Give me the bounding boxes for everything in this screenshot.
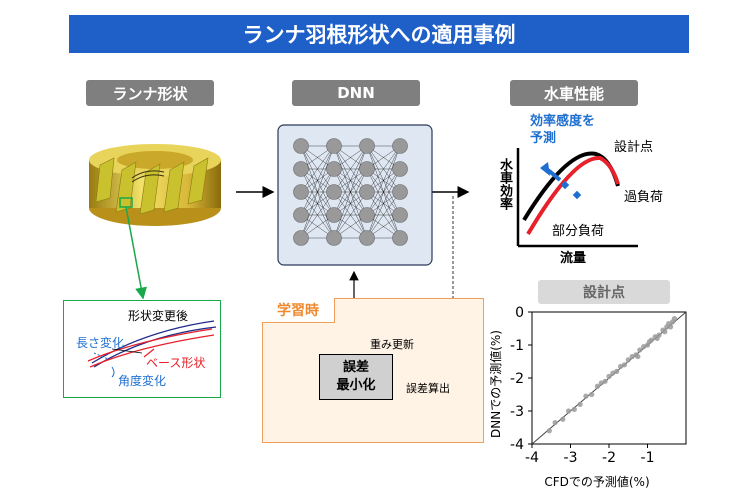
dnn-node <box>326 207 342 223</box>
label-overload: 過負荷 <box>624 190 664 205</box>
x-axis-label: CFDでの予測値(%) <box>544 474 649 489</box>
scatter-point <box>606 373 612 379</box>
marker-2 <box>572 190 582 200</box>
label-efficiency-axis: 水車効率 <box>497 158 512 210</box>
y-tick-label: -1 <box>510 338 524 354</box>
scatter-header: 設計点 <box>538 280 670 304</box>
y-tick-label: -3 <box>510 404 524 420</box>
x-tick-label: -4 <box>525 450 539 466</box>
scatter-point <box>577 401 583 407</box>
dnn-node <box>359 138 375 154</box>
dnn-node <box>293 184 309 200</box>
scatter-point <box>654 335 660 341</box>
scatter-point <box>560 416 566 422</box>
label-angle-change: 角度変化 <box>118 374 167 388</box>
dnn-network-diagram <box>277 124 433 266</box>
dnn-node <box>392 161 408 177</box>
dnn-node <box>326 230 342 246</box>
dnn-node <box>293 138 309 154</box>
scatter-point <box>589 391 595 398</box>
label-predict-2: 予測 <box>530 131 557 146</box>
dnn-node <box>326 138 342 154</box>
section-performance: 水車性能 <box>510 80 638 106</box>
label-partial-load: 部分負荷 <box>552 224 605 239</box>
learning-label: 学習時 <box>262 298 335 323</box>
section-runner-shape: ランナ形状 <box>86 80 214 106</box>
sensitivity-arrow-icon <box>540 162 550 176</box>
dnn-node <box>326 161 342 177</box>
blade-detail-drawing <box>87 320 217 378</box>
label-predict-1: 効率感度を <box>530 114 596 129</box>
runner-illustration <box>89 144 221 226</box>
scatter-point <box>668 324 674 330</box>
error-box-line1: 誤差 <box>342 360 369 375</box>
scatter-point <box>565 408 572 414</box>
scatter-point <box>671 316 678 322</box>
label-design-point: 設計点 <box>614 140 654 155</box>
dnn-node <box>293 230 309 246</box>
label-weight-update: 重み更新 <box>370 338 414 351</box>
dnn-node <box>293 207 309 223</box>
dnn-node <box>392 230 408 246</box>
scatter-point <box>637 347 643 353</box>
x-tick-label: -3 <box>564 450 578 466</box>
label-base-shape: ベース形状 <box>146 356 206 370</box>
y-tick-label: -4 <box>510 437 524 453</box>
scatter-point <box>662 329 668 335</box>
dnn-node <box>392 138 408 154</box>
scatter-point <box>621 362 627 368</box>
y-tick-label: -2 <box>510 371 524 387</box>
scatter-point <box>546 428 552 434</box>
y-tick-label: 0 <box>515 305 524 321</box>
x-tick-label: -1 <box>641 450 655 466</box>
scatter-point <box>614 368 620 374</box>
dnn-node <box>359 230 375 246</box>
scatter-point <box>635 353 641 360</box>
page-title: ランナ羽根形状への適用事例 <box>69 15 689 53</box>
y-axis-label: DNNでの予測値(%) <box>490 330 503 438</box>
scatter-point <box>646 339 653 345</box>
dnn-node <box>359 207 375 223</box>
zoom-arrow <box>125 206 147 300</box>
dnn-node <box>359 161 375 177</box>
scatter-point <box>583 393 589 399</box>
scatter-point <box>602 378 608 384</box>
dnn-node <box>359 184 375 200</box>
curve-base <box>522 151 620 222</box>
error-minimize-box: 誤差 最小化 <box>319 354 393 400</box>
error-box-line2: 最小化 <box>336 378 376 393</box>
x-tick-label: -2 <box>602 450 616 466</box>
label-length-change: 長さ変化 <box>76 336 125 350</box>
dnn-node <box>392 207 408 223</box>
dnn-node <box>293 161 309 177</box>
label-error-calc: 誤差算出 <box>406 382 450 395</box>
label-after-change: 形状変更後 <box>128 309 189 323</box>
label-flow-axis: 流量 <box>560 251 587 266</box>
dnn-node <box>392 184 408 200</box>
scatter-point <box>594 383 601 389</box>
curve-modified <box>526 155 620 236</box>
performance-chart <box>516 148 638 248</box>
scatter-point <box>571 406 577 412</box>
dnn-node <box>326 184 342 200</box>
scatter-point <box>625 357 631 363</box>
scatter-point <box>552 419 558 426</box>
section-dnn: DNN <box>292 80 420 106</box>
